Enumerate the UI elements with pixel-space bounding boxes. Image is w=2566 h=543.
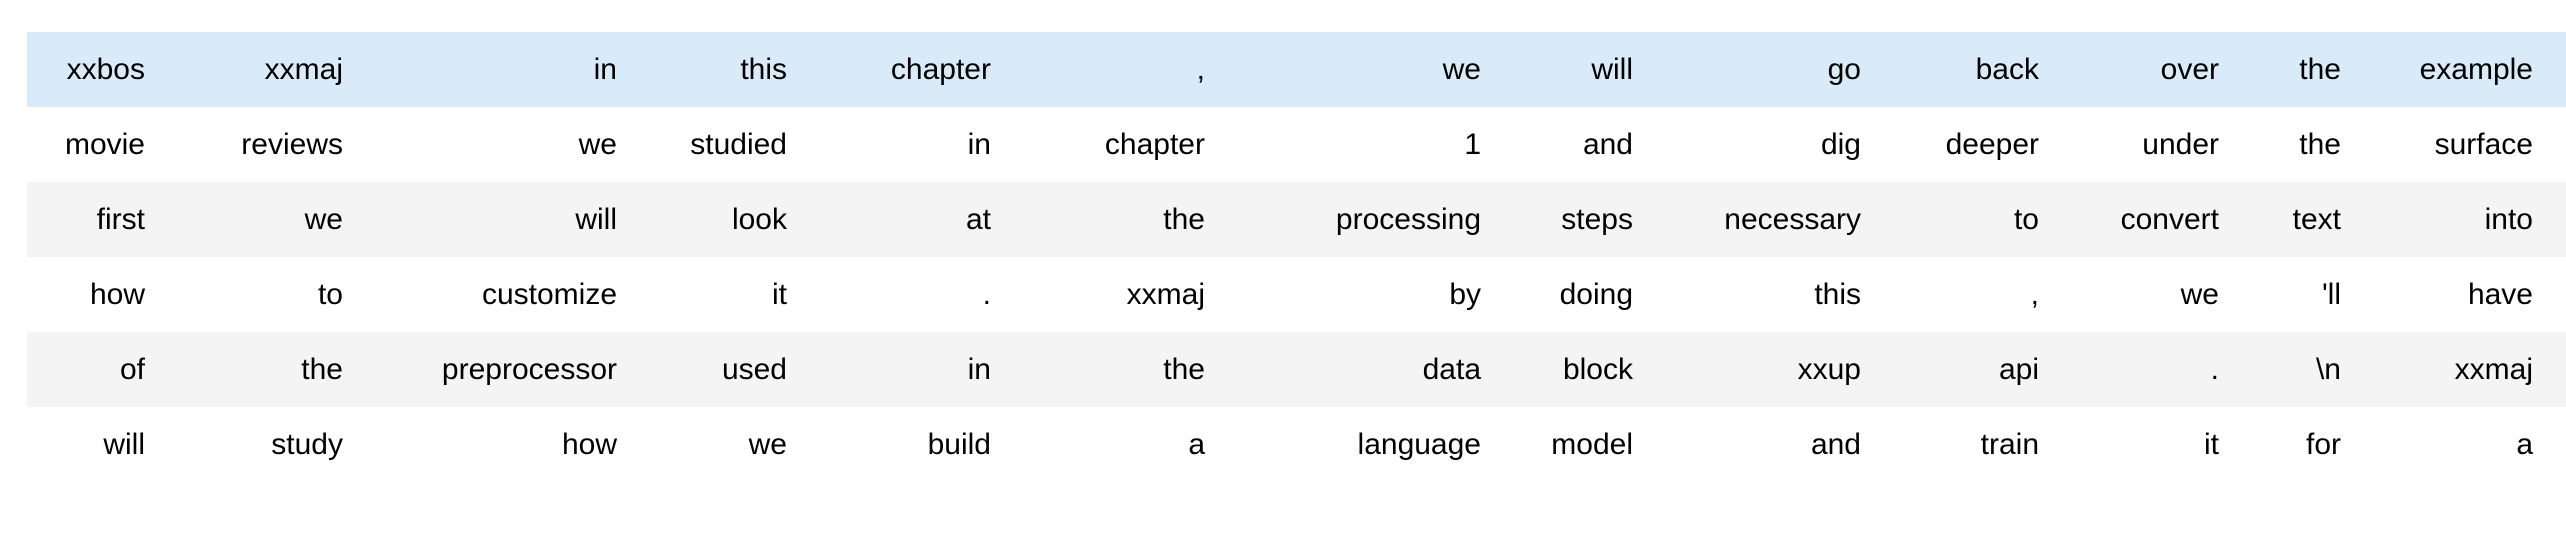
table-cell: block [1562, 353, 1633, 386]
table-cell: it [772, 278, 787, 311]
table-cell: the [1163, 203, 1205, 236]
table-cell: xxmaj [1126, 278, 1205, 311]
table-cell: a [2516, 428, 2533, 461]
table-cell: we [304, 203, 343, 236]
table-cell: into [2484, 203, 2533, 236]
table-cell: language [1357, 428, 1481, 461]
table-cell: build [927, 428, 991, 461]
table-cell: data [1422, 353, 1481, 386]
table-cell: this [740, 53, 787, 86]
table-cell: in [593, 53, 617, 86]
table-cell: will [1591, 53, 1633, 86]
table-cell: another [2547, 257, 2566, 332]
table-cell: the [2299, 53, 2341, 86]
table-cell: api [1998, 353, 2039, 386]
table-cell: for [2305, 428, 2341, 461]
table-cell: it [2204, 428, 2219, 461]
table-cell: used [721, 353, 787, 386]
table-cell: and [1810, 428, 1861, 461]
table-cell: we [748, 428, 787, 461]
table-cell: back [1975, 53, 2039, 86]
token-table-container: xxbos xxmaj in this chapter , we will go… [27, 32, 2566, 482]
table-cell: reviews [241, 128, 343, 161]
table-cell: text [2292, 203, 2341, 236]
table-row[interactable]: first we will look at the processing ste… [27, 182, 2566, 257]
table-cell: convert [2120, 203, 2219, 236]
table-cell: and [1582, 128, 1633, 161]
table-cell: processing [1335, 203, 1481, 236]
table-cell: we [2180, 278, 2219, 311]
table-cell: in [967, 353, 991, 386]
table-cell: then [2547, 332, 2566, 407]
table-row[interactable]: of the preprocessor used in the data blo… [27, 332, 2566, 407]
table-cell: to [2013, 203, 2039, 236]
table-cell: look [731, 203, 787, 236]
table-cell: have [2467, 278, 2533, 311]
table-cell: customize [481, 278, 617, 311]
table-cell: of [119, 353, 145, 386]
table-cell: , [2030, 278, 2039, 311]
table-cell: steps [1561, 203, 1633, 236]
token-table-body: xxbos xxmaj in this chapter , we will go… [27, 32, 2566, 482]
table-row[interactable]: will study how we build a language model… [27, 407, 2566, 482]
table-cell: the [301, 353, 343, 386]
table-cell: xxmaj [2454, 353, 2533, 386]
table-cell: dig [1820, 128, 1861, 161]
table-cell: first [96, 203, 145, 236]
table-cell: the [1163, 353, 1205, 386]
table-cell: over [2160, 53, 2219, 86]
table-cell: in [967, 128, 991, 161]
table-cell: how [561, 428, 617, 461]
table-cell: we [1442, 53, 1481, 86]
table-cell: studied [690, 128, 787, 161]
table-cell: the [2299, 128, 2341, 161]
table-cell: . [2210, 353, 2219, 386]
table-cell: example [2419, 53, 2533, 86]
table-cell: 'll [2321, 278, 2341, 311]
table-cell: doing [1559, 278, 1633, 311]
table-cell: chapter [1104, 128, 1205, 161]
table-cell: a [1188, 428, 1205, 461]
table-cell: xxbos [66, 53, 145, 86]
table-cell: , [1196, 53, 1205, 86]
table-cell: xxup [1797, 353, 1861, 386]
table-cell: go [1827, 53, 1861, 86]
table-cell: deeper [1945, 128, 2039, 161]
table-row[interactable]: how to customize it . xxmaj by doing thi… [27, 257, 2566, 332]
token-table: xxbos xxmaj in this chapter , we will go… [27, 32, 2566, 482]
table-cell: to [317, 278, 343, 311]
table-cell: chapter [890, 53, 991, 86]
table-cell: study [271, 428, 343, 461]
table-cell: will [103, 428, 145, 461]
table-row[interactable]: xxbos xxmaj in this chapter , we will go… [27, 32, 2566, 107]
table-cell: by [1449, 278, 1481, 311]
table-cell: necessary [1724, 203, 1861, 236]
table-cell: under [2142, 128, 2219, 161]
table-cell: surface [2434, 128, 2533, 161]
table-cell: 1 [1464, 128, 1481, 161]
table-cell: we [578, 128, 617, 161]
table-cell: model [1551, 428, 1633, 461]
table-cell: . [2547, 107, 2566, 182]
table-cell: of [2547, 32, 2566, 107]
table-cell: . [982, 278, 991, 311]
table-cell: at [965, 203, 991, 236]
table-row[interactable]: movie reviews we studied in chapter 1 an… [27, 107, 2566, 182]
table-cell: how [89, 278, 145, 311]
table-cell: movie [64, 128, 145, 161]
table-cell: numbers [2547, 182, 2566, 257]
table-cell: this [1814, 278, 1861, 311]
table-cell: \n [2315, 353, 2341, 386]
table-cell: will [575, 203, 617, 236]
table-cell: preprocessor [441, 353, 617, 386]
table-cell: xxmaj [264, 53, 343, 86]
table-cell: train [1980, 428, 2039, 461]
table-cell: while [2547, 407, 2566, 482]
